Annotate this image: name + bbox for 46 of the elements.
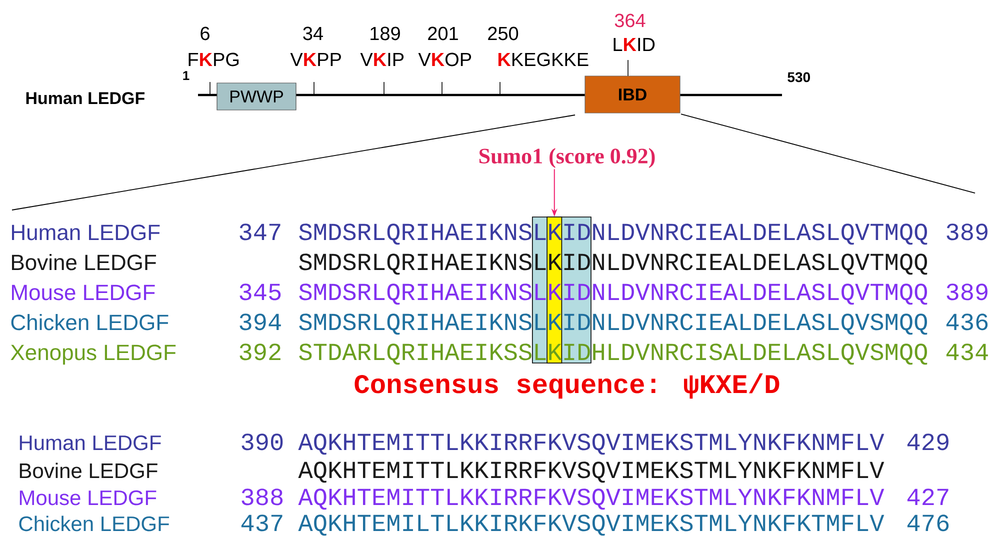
sequence-text: AQKHTEMILTLKKIRKFKVSQVIMEKSTMLYNKFKTMFLV [298,514,884,536]
motif-label: FKPG [188,52,239,66]
sequence-text: AQKHTEMITTLKKIRRFKVSQVIMEKSTMLYNKFKNMFLV [298,462,884,483]
domain-box: PWWP [216,82,296,110]
species-label: Human LEDGF [20,435,161,450]
species-label: Mouse LEDGF [20,490,156,506]
position-number: 364 [614,14,646,28]
residue-number: 436 [946,314,988,330]
residue-number: 476 [907,514,949,532]
residue-number: 388 [242,488,283,506]
residue-number: 434 [946,344,988,360]
residue-number: 389 [946,284,988,300]
residue-number: 392 [240,344,280,360]
motif-label: VKOP [418,52,472,66]
species-label: Xenopus LEDGF [10,344,176,365]
residue-number: 427 [907,488,948,505]
species-label: Chicken LEDGF [11,314,168,330]
species-label: Bovine LEDGF [12,254,156,270]
residue-number: 429 [907,434,948,450]
residue-number: 394 [240,314,281,330]
position-number: 1 [183,71,190,80]
sequence-text: AQKHTEMITTLKKIRRFKVSQVIMEKSTMLYNKFKNMFLV [298,488,884,510]
residue-number: 437 [241,514,282,532]
residue-number: 345 [240,284,281,300]
position-number: 189 [370,26,400,40]
motif-label: KKEGKKE [498,52,588,66]
annotation-label: Sumo1 (score 0.92) [479,148,655,168]
consensus-label: Consensus sequence: ψKXE/D [354,373,780,399]
position-number: 6 [200,26,210,40]
species-label: Bovine LEDGF [20,462,158,478]
protein-name: Human LEDGF [26,92,144,104]
residue-number: 390 [242,434,283,450]
residue-number: 389 [946,224,988,240]
position-number: 250 [488,26,518,40]
motif-label: LKID [614,38,655,51]
position-number: 34 [303,26,323,40]
position-number: 530 [788,72,810,82]
motif-label: VKPP [290,52,341,66]
species-label: Chicken LEDGF [19,516,170,532]
sequence-text: AQKHTEMITTLKKIRRFKVSQVIMEKSTMLYNKFKNMFLV [298,434,884,455]
species-label: Mouse LEDGF [12,284,155,300]
motif-label: VKIP [360,52,404,66]
species-label: Human LEDGF [12,224,160,240]
position-number: 201 [428,26,458,40]
residue-number: 347 [240,224,280,240]
domain-box: IBD [584,76,680,114]
